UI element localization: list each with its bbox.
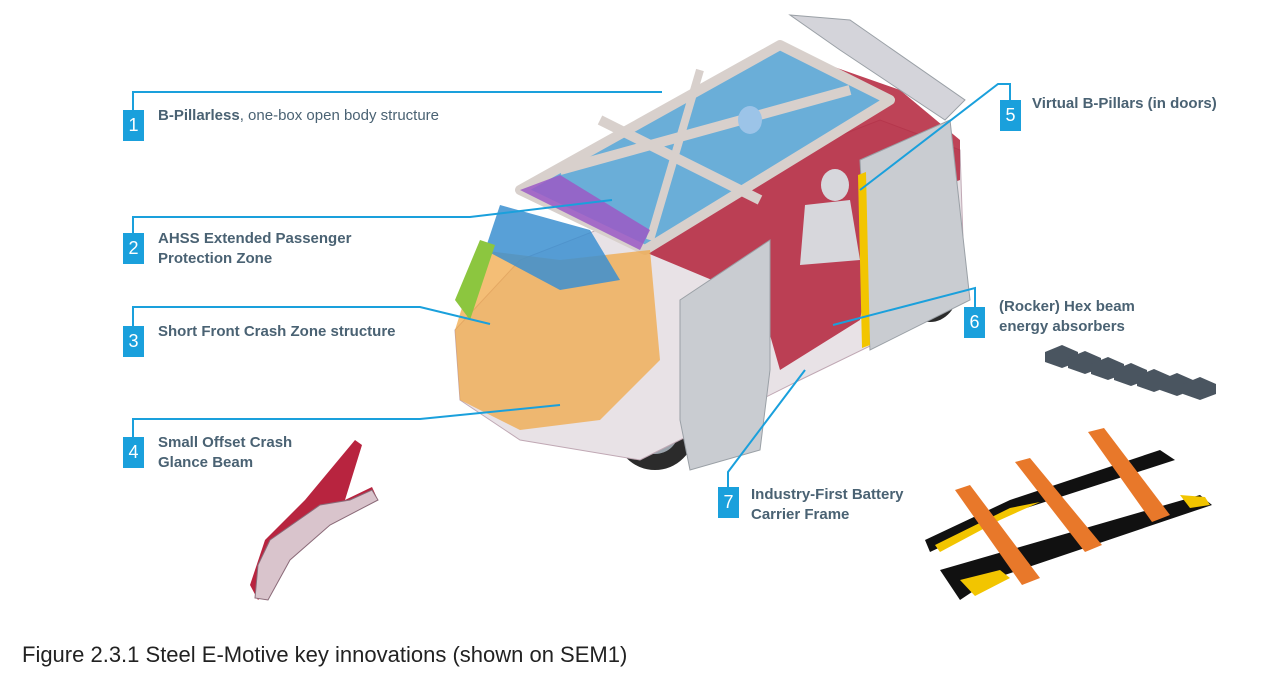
figure-caption: Figure 2.3.1 Steel E-Motive key innovati… (22, 642, 628, 667)
callout-2: 2 AHSS Extended Passenger Protection Zon… (123, 230, 351, 269)
callout-label-7-line2: Carrier Frame (751, 506, 850, 523)
callout-label-6-line1: (Rocker) Hex beam (999, 298, 1135, 315)
callout-label-2: AHSS Extended Passenger Protection Zone (158, 229, 351, 269)
callout-label-3: Short Front Crash Zone structure (158, 323, 396, 340)
callout-number-7: 7 (718, 487, 739, 518)
callout-7: 7 Industry-First Battery Carrier Frame (718, 485, 904, 525)
callout-number-3: 3 (123, 326, 144, 357)
rear-hatch (788, 14, 966, 121)
callout-1: 1 B-Pillarless, one-box open body struct… (123, 107, 439, 141)
purple-header (520, 175, 650, 250)
callout-3: 3 Short Front Crash Zone structure (123, 323, 396, 357)
callout-label-4: Small Offset Crash Glance Beam (158, 433, 292, 473)
glance-beam-part (250, 440, 379, 601)
leader-line-7 (727, 369, 806, 488)
leader-line-6 (832, 286, 976, 326)
callout-label-6-line2: energy absorbers (999, 318, 1125, 335)
rear-door (859, 119, 971, 351)
callout-label-6: (Rocker) Hex beam energy absorbers (999, 297, 1135, 337)
virtual-b-pillar (858, 172, 870, 348)
callout-number-1: 1 (123, 110, 144, 141)
hex-beam-absorber (1045, 345, 1216, 400)
front-crash-zone (455, 250, 660, 430)
front-cross-member (485, 205, 620, 290)
callout-label-1-bold: B-Pillarless (158, 107, 240, 124)
callout-label-5: Virtual B-Pillars (in doors) (1032, 95, 1217, 112)
callout-number-5: 5 (1000, 100, 1021, 131)
callout-number-6: 6 (964, 307, 985, 338)
leader-line-1 (132, 91, 662, 110)
body-frame-red (520, 55, 960, 370)
front-door (679, 239, 771, 471)
leader-line-2 (132, 199, 613, 233)
green-side-rail (455, 240, 495, 320)
callout-5: 5 Virtual B-Pillars (in doors) (1000, 95, 1217, 131)
leader-line-4 (132, 404, 561, 438)
callout-label-2-line1: AHSS Extended Passenger (158, 230, 352, 247)
callout-label-7-line1: Industry-First Battery (751, 486, 904, 503)
leader-line-3 (132, 306, 491, 328)
callout-number-2: 2 (123, 233, 144, 264)
occupant-dummy (738, 106, 860, 265)
callout-number-4: 4 (123, 437, 144, 468)
callout-6: 6 (Rocker) Hex beam energy absorbers (964, 298, 1135, 338)
callout-label-1-rest: , one-box open body structure (239, 107, 440, 124)
callout-label-2-line2: Protection Zone (158, 250, 273, 267)
battery-carrier-frame (925, 428, 1212, 600)
callout-label-1: B-Pillarless, one-box open body structur… (158, 106, 439, 126)
leader-lines (132, 83, 1011, 488)
callout-label-7: Industry-First Battery Carrier Frame (751, 485, 904, 525)
callout-label-4-line1: Small Offset Crash (158, 434, 293, 451)
callout-4: 4 Small Offset Crash Glance Beam (123, 434, 292, 473)
callout-label-4-line2: Glance Beam (158, 454, 254, 471)
leader-line-5 (859, 83, 1011, 191)
